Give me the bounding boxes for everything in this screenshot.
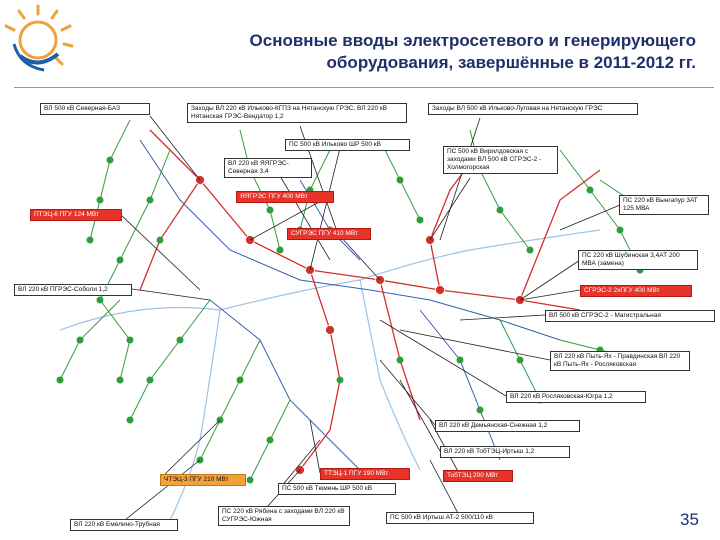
page-title: Основные вводы электросетевого и генерир…: [249, 31, 696, 72]
label-ps220-vyngapur: ПС 220 кВ Вынгапур 3АТ 125 МВА: [619, 195, 709, 215]
label-ps500-tyumen: ПС 500 кВ Тюмень ШР 500 кВ: [278, 483, 396, 495]
label-vl500-severnaya-baz: ВЛ 500 кВ Северная-БАЗ: [40, 103, 150, 115]
label-ps220-shubinskaya: ПС 220 кВ Шубинская 3,4АТ 200 МВА (замен…: [578, 250, 698, 270]
label-vl220-emelino-trubnaya: ВЛ 220 кВ Емелино-Трубная: [70, 519, 178, 531]
label-zahody-vl220-ilkovo-kgpz: Заходы ВЛ 220 кВ Ильково-КГПЗ на Нятанск…: [187, 103, 407, 123]
callout-leaders: [119, 115, 621, 525]
label-vl220-demyanskaya-snezhnaya: ВЛ 220 кВ Демьянская-Снежная 1,2: [435, 420, 580, 432]
label-tobtec: ТобТЭЦ 200 МВт: [443, 470, 513, 482]
label-yayagres-pgu: ЯЯГРЭС ПГУ 400 МВт: [236, 191, 334, 203]
company-logo: [4, 4, 74, 72]
label-ps500-ilkovo: ПС 500 кВ Ильково ШР 500 кВ: [285, 139, 410, 151]
title-divider: [14, 87, 714, 88]
label-sugres-pgu: СУГРЭС ПГУ 410 МВт: [287, 228, 371, 240]
label-vl500-sgres2-magistralnaya: ВЛ 500 кВ СГРЭС-2 - Магистральная: [545, 310, 715, 322]
label-vl220-yayagres-severnaya: ВЛ 220 кВ ЯЯГРЭС-Северная 3,4: [224, 158, 312, 178]
label-chtec3-pgu: ЧТЭЦ-3 ПГУ 210 МВт: [160, 474, 246, 486]
label-sgres2-pgu: СГРЭС-2 2хПГУ 400 МВт: [580, 285, 692, 297]
label-ps500-irtysh: ПС 500 кВ Иртыш АТ-2 500/110 кВ: [386, 512, 534, 524]
label-vl220-roslyakovskaya-yugra: ВЛ 220 кВ Росляковская-Югра 1,2: [506, 391, 646, 403]
label-ps220-ryabina: ПС 220 кВ Рябина с заходами ВЛ 220 кВ СУ…: [218, 506, 350, 526]
label-ttec1-pgu: ТТЭЦ-1 ПГУ 190 МВт: [320, 468, 410, 480]
label-vl220-pgres-soboli: ВЛ 220 кВ ПГРЭС-Соболи 1,2: [14, 284, 132, 296]
label-vl220-tobtec-irtysh: ВЛ 220 кВ ТобТЭЦ-Иртыш 1,2: [440, 446, 570, 458]
label-zahody-vl500-ilkovo-lugovaya: Заходы ВЛ 500 кВ Ильково-Луговая на Нята…: [428, 103, 638, 115]
page-number: 35: [680, 510, 699, 529]
label-ps500-virildovskaya: ПС 500 кВ Вирилдовская с заходами ВЛ 500…: [443, 146, 558, 174]
label-ptec6-pgu: ПТЭЦ-6 ПГУ 124 МВт: [30, 209, 122, 221]
label-vl220-pyt-yah: ВЛ 220 кВ Пыть-Ях - Правдинская ВЛ 220 к…: [550, 351, 690, 371]
